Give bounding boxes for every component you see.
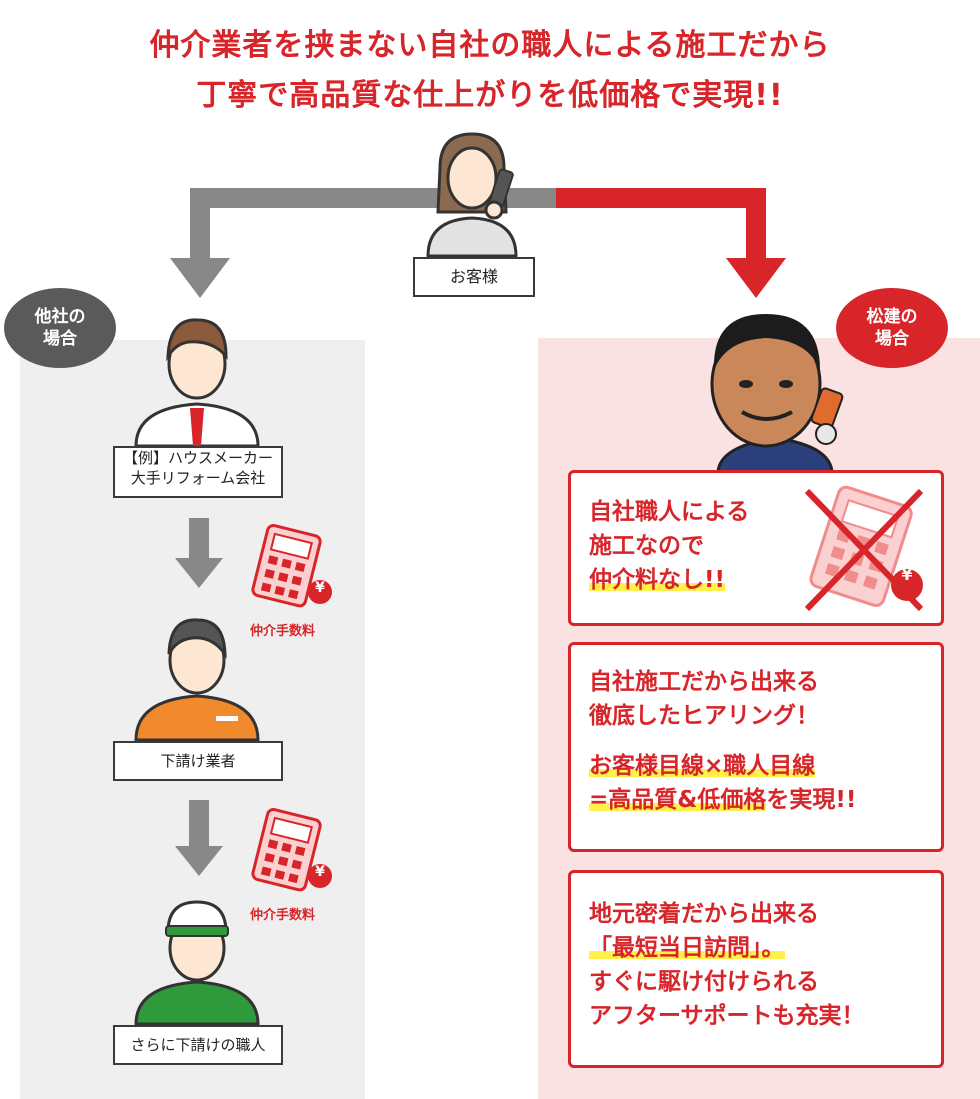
benefit-card-same-day: 地元密着だから出来る 「最短当日訪問」。 すぐに駆け付けられる アフターサポート… [568,870,944,1068]
card1-line3: 仲介料なし!! [589,567,725,593]
card1-yen-symbol: ¥ [901,565,913,584]
red-branch-arrow [556,188,786,298]
customer-label: お客様 [413,257,535,297]
shoken-craftsman-icon [710,314,844,472]
card2-line3: お客様目線×職人目線 [589,753,816,779]
card3-line1: 地元密着だから出来る [589,901,819,927]
card2-line2: 徹底したヒアリング！ [589,703,819,729]
card2-line4a: =高品質&低価格 [589,787,767,813]
company-label-line1: 【例】ハウスメーカー [122,449,273,467]
card3-line4: アフターサポートも充実！ [589,1003,865,1029]
shoken-badge-line1: 松建の [866,307,918,327]
subcontractor-worker-icon [134,618,260,742]
craftsman-label: さらに下請けの職人 [113,1025,283,1065]
benefit-card-hearing: 自社施工だから出来る 徹底したヒアリング！ お客様目線×職人目線 =高品質&低価… [568,642,944,852]
calculator-icon [251,524,332,608]
company-salesman-icon [134,318,260,447]
shoken-badge-line2: 場合 [875,329,909,349]
company-label-line2: 大手リフォーム会社 [130,469,266,487]
down-arrow-1 [175,518,223,588]
calculator-icon [251,808,332,892]
card3-line2: 「最短当日訪問」。 [589,935,785,961]
customer-avatar-icon [426,132,518,258]
card2-line4b: を実現!! [766,787,857,813]
headline-line1: 仲介業者を挟まない自社の職人による施工だから [149,28,831,63]
crossed-calculator-icon [804,485,924,612]
fee-label-1: 仲介手数料 [250,624,316,639]
subcontractor-label: 下請け業者 [113,741,283,781]
fee-label-2: 仲介手数料 [250,908,316,923]
company-label: 【例】ハウスメーカー 大手リフォーム会社 [113,446,283,498]
craftsman-cap-icon [134,900,260,1026]
yen-symbol-1: ¥ [315,580,325,596]
card1-line1: 自社職人による [589,499,750,525]
shoken-badge: 松建の場合 [836,288,948,368]
down-arrow-2 [175,800,223,876]
card1-line2: 施工なので [589,533,704,559]
card2-line1: 自社施工だから出来る [589,669,819,695]
other-company-badge-line1: 他社の [34,307,86,327]
other-company-badge: 他社の場合 [4,288,116,368]
other-company-badge-line2: 場合 [43,329,77,349]
benefit-card-no-fee: 自社職人による 施工なので 仲介料なし!! ¥ [568,470,944,626]
card3-line3: すぐに駆け付けられる [589,969,819,995]
headline-line2: 丁寧で高品質な仕上がりを低価格で実現!! [196,78,784,113]
yen-symbol-2: ¥ [315,864,325,880]
